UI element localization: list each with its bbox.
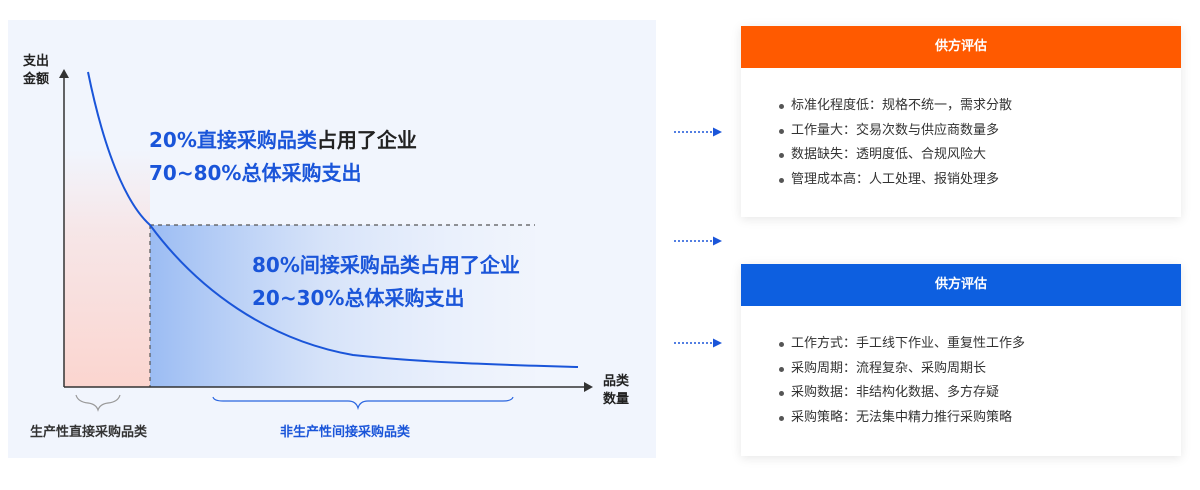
card-1-title: 供方评估	[934, 39, 987, 54]
dashed-boundary	[149, 224, 535, 387]
card-1-item: 管理成本高：人工处理、报销处理多	[779, 168, 1181, 193]
direct-brace	[75, 394, 121, 412]
card-1-header: 供方评估	[741, 26, 1181, 68]
card-2-title: 供方评估	[934, 277, 987, 292]
indirect-region	[150, 225, 535, 387]
x-axis-label-line2: 数量	[603, 392, 630, 407]
card-2-item: 工作方式：手工线下作业、重复性工作多	[779, 332, 1181, 357]
indirect-highlight-line1: 80%间接采购品类占用了企业	[252, 253, 520, 277]
y-axis-label-line1: 支出	[23, 54, 50, 69]
direct-category-label: 生产性直接采购品类	[30, 425, 148, 440]
dotted-arrow-middle	[674, 236, 722, 246]
spend-curve	[87, 71, 579, 368]
y-axis-label: 支出 金额	[23, 53, 49, 89]
direct-highlight-rest: 占用了企业	[316, 128, 417, 152]
x-axis-arrow	[584, 382, 593, 392]
dotted-arrow-top	[674, 127, 722, 137]
indirect-brace	[212, 396, 514, 411]
y-axis-label-line2: 金额	[23, 72, 50, 87]
x-axis-label: 品类 数量	[603, 373, 629, 409]
direct-highlight-accent: 20%直接采购品类	[149, 128, 317, 152]
card-1-item: 标准化程度低：规格不统一，需求分散	[779, 94, 1181, 119]
chart-svg	[59, 69, 593, 412]
indirect-highlight: 80%间接采购品类占用了企业 20~30%总体采购支出	[252, 249, 520, 315]
evaluation-card-2: 供方评估 工作方式：手工线下作业、重复性工作多 采购周期：流程复杂、采购周期长 …	[741, 264, 1181, 456]
card-1-list: 标准化程度低：规格不统一，需求分散 工作量大：交易次数与供应商数量多 数据缺失：…	[741, 68, 1181, 192]
card-2-list: 工作方式：手工线下作业、重复性工作多 采购周期：流程复杂、采购周期长 采购数据：…	[741, 306, 1181, 430]
y-axis-arrow	[59, 69, 69, 78]
indirect-category-label: 非生产性间接采购品类	[280, 425, 411, 440]
dotted-arrow-bottom	[674, 338, 722, 348]
direct-highlight: 20%直接采购品类占用了企业 70~80%总体采购支出	[149, 124, 417, 190]
direct-highlight-line1: 20%直接采购品类占用了企业	[149, 124, 417, 157]
chart-panel: 支出 金额 品类 数量 20%直接采购品类占用了企业 70~80%总体采购支出 …	[8, 20, 656, 458]
direct-region	[64, 150, 150, 387]
direct-highlight-line2: 70~80%总体采购支出	[149, 161, 362, 185]
card-2-item: 采购策略：无法集中精力推行采购策略	[779, 406, 1181, 431]
card-2-header: 供方评估	[741, 264, 1181, 306]
indirect-highlight-line2: 20~30%总体采购支出	[252, 286, 465, 310]
card-2-item: 采购数据：非结构化数据、多方存疑	[779, 381, 1181, 406]
evaluation-card-1: 供方评估 标准化程度低：规格不统一，需求分散 工作量大：交易次数与供应商数量多 …	[741, 26, 1181, 217]
card-1-item: 工作量大：交易次数与供应商数量多	[779, 119, 1181, 144]
card-2-item: 采购周期：流程复杂、采购周期长	[779, 357, 1181, 382]
card-1-item: 数据缺失：透明度低、合规风险大	[779, 143, 1181, 168]
x-axis-label-line1: 品类	[603, 374, 630, 389]
